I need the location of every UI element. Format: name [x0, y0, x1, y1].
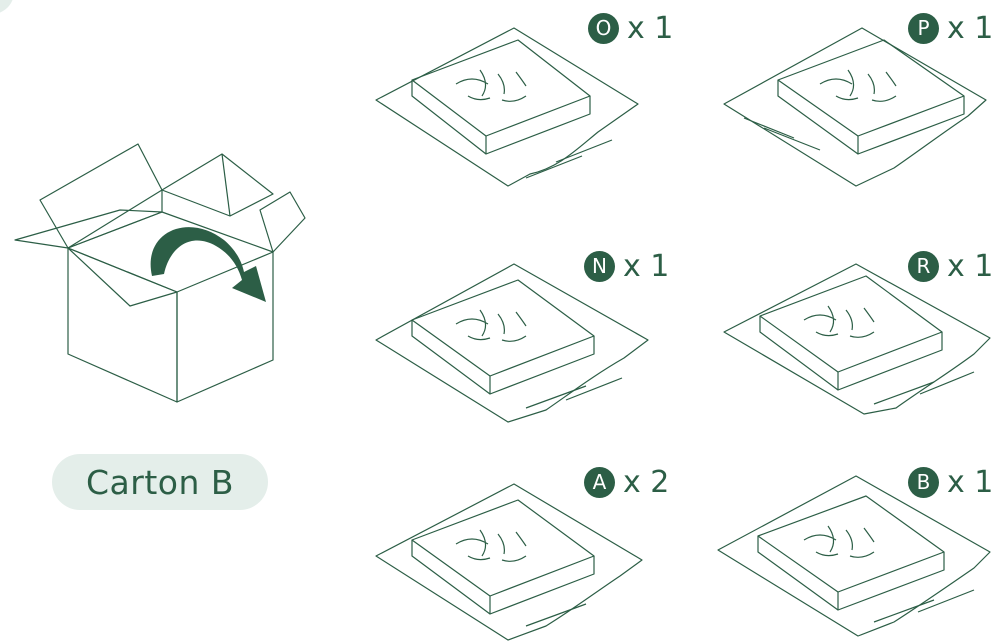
item-cushion: R x 1 [724, 236, 996, 436]
item-letter-badge: R [908, 251, 939, 282]
item-quantity: B x 1 [908, 464, 993, 500]
item-quantity: P x 1 [908, 10, 993, 46]
carton-label: Carton B [86, 463, 234, 502]
open-carton-icon [10, 140, 310, 405]
corner-marker [0, 0, 14, 14]
item-quantity: N x 1 [584, 248, 669, 284]
item-cushion: N x 1 [376, 236, 676, 436]
item-letter-badge: O [588, 13, 619, 44]
item-cushion: P x 1 [724, 0, 996, 200]
item-quantity: O x 1 [588, 10, 673, 46]
item-letter-badge: A [584, 467, 615, 498]
item-letter-badge: P [908, 13, 939, 44]
item-count: x 1 [627, 11, 673, 46]
item-quantity: R x 1 [908, 248, 993, 284]
item-count: x 2 [623, 465, 669, 500]
item-quantity: A x 2 [584, 464, 669, 500]
carton-label-pill: Carton B [52, 454, 268, 510]
item-cushion: O x 1 [376, 0, 676, 200]
item-count: x 1 [623, 249, 669, 284]
item-letter-badge: B [908, 467, 939, 498]
item-letter-badge: N [584, 251, 615, 282]
item-count: x 1 [947, 11, 993, 46]
item-cushion: B x 1 [718, 446, 996, 642]
item-cushion: A x 2 [376, 446, 676, 642]
item-count: x 1 [947, 465, 993, 500]
item-count: x 1 [947, 249, 993, 284]
